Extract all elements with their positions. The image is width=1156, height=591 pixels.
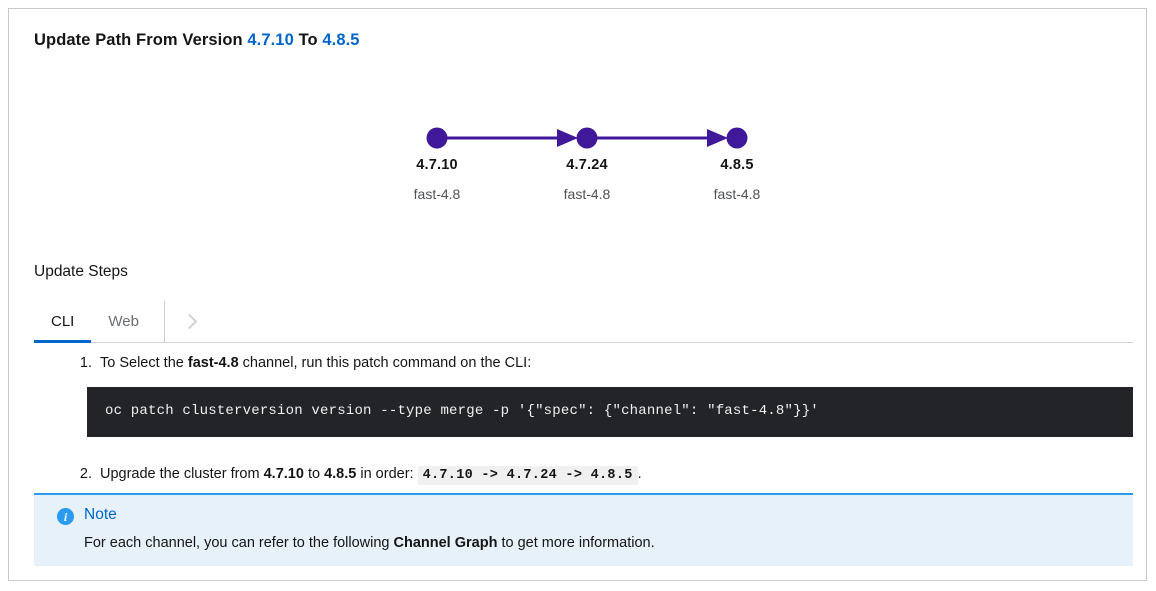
page-title-to-version: 4.8.5 <box>322 31 360 49</box>
note-text-before: For each channel, you can refer to the f… <box>84 535 394 551</box>
graph-node-2-version: 4.7.24 <box>566 157 608 173</box>
tab-cli-label: CLI <box>51 313 75 330</box>
graph-node-1-version: 4.7.10 <box>416 157 458 173</box>
note-alert-title: Note <box>84 506 117 523</box>
update-step-2-from-version: 4.7.10 <box>263 465 304 482</box>
update-step-2-period: . <box>637 465 642 482</box>
graph-node-2[interactable] <box>576 127 598 149</box>
update-steps-tabs: CLI Web <box>34 301 1133 343</box>
update-path-card: Update Path From Version 4.7.10 To 4.8.5… <box>8 8 1147 581</box>
patch-command-text: oc patch clusterversion version --type m… <box>105 403 819 420</box>
page-title-conjunction: To <box>298 31 318 49</box>
note-text-after: to get more information. <box>497 535 655 551</box>
update-steps-title: Update Steps <box>34 263 128 280</box>
update-step-2-text-after: in order: <box>356 465 418 482</box>
update-step-1-text-before: To Select the <box>100 355 188 371</box>
update-path-graph-svg <box>426 127 748 149</box>
page-title-prefix: Update Path From Version <box>34 31 243 49</box>
update-step-2-text: Upgrade the cluster from 4.7.10 to 4.8.5… <box>100 464 1133 486</box>
note-alert: i Note For each channel, you can refer t… <box>34 493 1133 566</box>
note-alert-body: For each channel, you can refer to the f… <box>84 535 655 551</box>
info-circle-icon: i <box>57 508 74 525</box>
chevron-right-icon <box>182 313 198 330</box>
tabs-scroll-right-button[interactable] <box>163 301 215 342</box>
graph-node-3-version: 4.8.5 <box>720 157 754 173</box>
graph-node-1-label: 4.7.10 fast-4.8 <box>357 157 517 202</box>
graph-node-1-channel: fast-4.8 <box>413 186 461 202</box>
graph-node-2-channel: fast-4.8 <box>563 186 611 202</box>
tab-web-label: Web <box>108 313 139 330</box>
graph-node-3-label: 4.8.5 fast-4.8 <box>657 157 817 202</box>
tab-cli[interactable]: CLI <box>34 301 92 343</box>
update-steps-list: 1. To Select the fast-4.8 channel, run t… <box>34 353 1133 486</box>
note-link-text: Channel Graph <box>393 535 498 551</box>
update-step-1: 1. To Select the fast-4.8 channel, run t… <box>34 353 1133 437</box>
patch-command-code-block[interactable]: oc patch clusterversion version --type m… <box>87 386 1133 437</box>
graph-node-3-channel: fast-4.8 <box>713 186 761 202</box>
update-step-1-number: 1. <box>79 355 92 371</box>
update-step-2: 2. Upgrade the cluster from 4.7.10 to 4.… <box>34 464 1133 486</box>
page-title: Update Path From Version 4.7.10 To 4.8.5 <box>34 31 360 50</box>
graph-node-2-label: 4.7.24 fast-4.8 <box>507 157 667 202</box>
update-path-graph: 4.7.10 fast-4.8 4.7.24 fast-4.8 4.8.5 fa… <box>9 109 1146 219</box>
update-step-1-channel: fast-4.8 <box>187 355 239 371</box>
update-step-2-number: 2. <box>79 465 92 482</box>
update-step-2-to-version: 4.8.5 <box>324 465 357 482</box>
tab-web[interactable]: Web <box>91 301 156 342</box>
update-step-2-text-mid: to <box>303 465 325 482</box>
page-title-from-version: 4.7.10 <box>247 31 294 49</box>
update-order-code: 4.7.10 -> 4.7.24 -> 4.8.5 <box>417 465 638 485</box>
update-step-1-text: To Select the fast-4.8 channel, run this… <box>100 353 1133 375</box>
graph-node-3[interactable] <box>726 127 748 149</box>
update-step-1-text-after: channel, run this patch command on the C… <box>238 355 532 371</box>
graph-node-1[interactable] <box>426 127 448 149</box>
update-step-2-text-before: Upgrade the cluster from <box>100 465 264 482</box>
